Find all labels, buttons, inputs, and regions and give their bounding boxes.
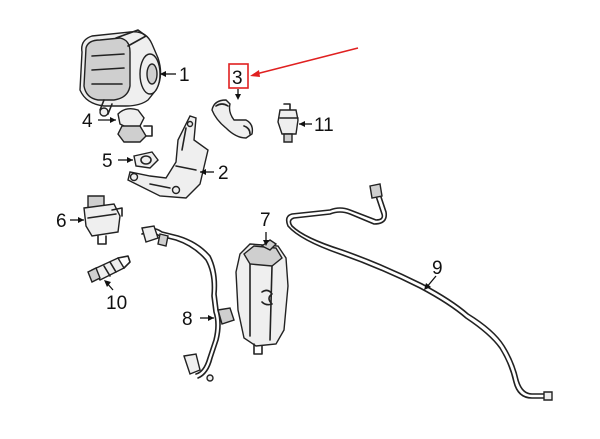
- callout-9: 9: [432, 258, 443, 279]
- callout-6: 6: [56, 211, 67, 232]
- check-valve: [117, 107, 153, 143]
- red-pointer-arrowhead: [250, 70, 260, 77]
- arrowhead-11: [299, 121, 305, 127]
- arrowhead-7: [263, 240, 269, 246]
- canister: [235, 239, 289, 355]
- arrowhead-3: [235, 94, 241, 100]
- hose: [211, 99, 254, 139]
- callout-4: 4: [82, 111, 93, 132]
- arrowhead-2: [200, 169, 206, 175]
- callout-3-highlight-box: [228, 63, 249, 89]
- arrowhead-9: [424, 283, 431, 290]
- arrowhead-4: [110, 117, 116, 123]
- arrowhead-8: [208, 315, 214, 321]
- callout-11: 11: [314, 115, 334, 136]
- callout-3: 3: [232, 68, 243, 89]
- vapor-line: [285, 183, 553, 401]
- callout-10: 10: [106, 293, 127, 314]
- callout-5: 5: [102, 151, 113, 172]
- callout-1: 1: [179, 65, 190, 86]
- arrowhead-10: [104, 280, 111, 287]
- arrowhead-6: [78, 217, 84, 223]
- bracket: [127, 115, 209, 199]
- vent-valve: [277, 103, 299, 143]
- arrowhead-5: [127, 157, 133, 163]
- callout-2: 2: [218, 163, 229, 184]
- gasket: [133, 151, 159, 169]
- solenoid: [83, 195, 123, 245]
- arrowhead-1: [160, 71, 166, 77]
- red-pointer-arrow: [255, 47, 359, 75]
- air-pump: [79, 29, 162, 117]
- callout-7: 7: [260, 210, 271, 231]
- purge-valve: [87, 255, 131, 283]
- callout-8: 8: [182, 309, 193, 330]
- hose-harness: [141, 225, 235, 382]
